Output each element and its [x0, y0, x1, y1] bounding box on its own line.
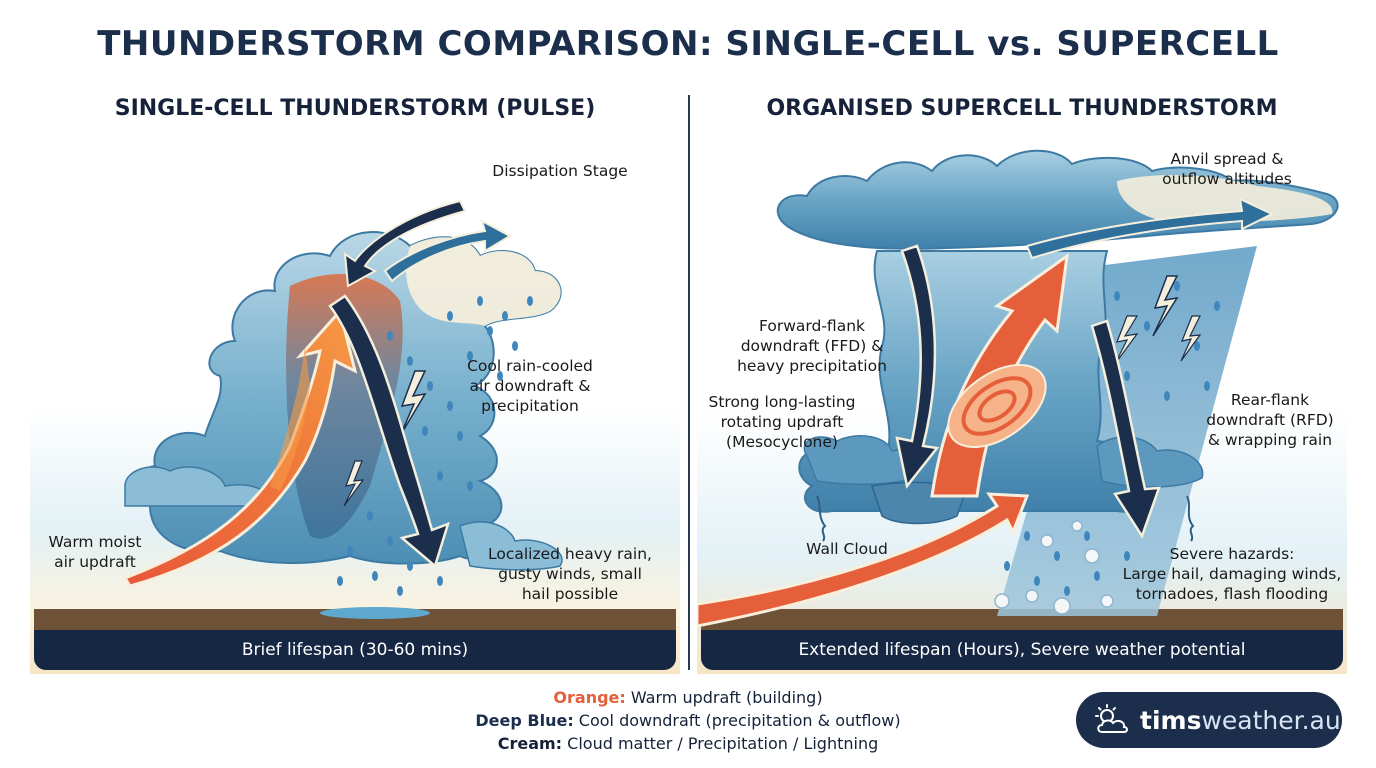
ffd-label: Forward-flank downdraft (FFD) & heavy pr… — [737, 317, 887, 375]
single-cell-title: SINGLE-CELL THUNDERSTORM (PULSE) — [114, 96, 596, 121]
brand-logo[interactable]: timsweather.au — [1076, 692, 1342, 748]
supercell-illustration — [697, 86, 1347, 674]
partly-cloudy-sun-icon — [1095, 704, 1128, 733]
legend-text: Warm updraft (building) — [625, 688, 823, 707]
downdraft-label: Cool rain-cooled air downdraft & precipi… — [467, 357, 593, 415]
lightning-bolt-icon — [399, 370, 427, 437]
color-legend: Orange: Warm updraft (building) Deep Blu… — [300, 686, 1076, 755]
logo-light: weather.au — [1201, 705, 1341, 735]
single-cell-hazards-label: Localized heavy rain, gusty winds, small… — [488, 545, 652, 603]
storm-cloud — [124, 231, 563, 571]
funnel-icon — [816, 495, 827, 542]
ffd-downdraft-arrow — [895, 244, 940, 489]
mesocyclone-label: Strong long-lasting rotating updraft (Me… — [708, 393, 856, 451]
legend-item-blue: Deep Blue: Cool downdraft (precipitation… — [300, 709, 1076, 732]
single-cell-footer: Brief lifespan (30-60 mins) — [34, 630, 676, 670]
logo-bold: tims — [1140, 705, 1202, 735]
mesocyclone-swirl — [947, 363, 1047, 449]
supercell-rain-drops — [1004, 281, 1220, 596]
anvil-outflow-arrow — [1025, 197, 1275, 260]
funnel-icon — [1186, 495, 1195, 542]
lightning-bolt-icon — [1180, 315, 1202, 362]
supercell-title: ORGANISED SUPERCELL THUNDERSTORM — [766, 96, 1278, 121]
legend-text: Cool downdraft (precipitation & outflow) — [573, 711, 901, 730]
logo-wordmark: timsweather.au — [1140, 706, 1341, 735]
legend-key: Deep Blue: — [475, 711, 574, 730]
warm-updraft-arrow — [122, 307, 358, 588]
legend-key: Orange: — [553, 688, 626, 707]
legend-item-cream: Cream: Cloud matter / Precipitation / Li… — [300, 732, 1076, 755]
anvil-outflow-label: Anvil spread & outflow altitudes — [1162, 150, 1292, 188]
rfd-downdraft-arrow — [1090, 319, 1161, 539]
legend-text: Cloud matter / Precipitation / Lightning — [562, 734, 879, 753]
lightning-bolt-icon — [1114, 315, 1139, 365]
panel-divider — [688, 95, 690, 670]
supercell-hazards-label: Severe hazards: Large hail, damaging win… — [1122, 545, 1342, 603]
puddle — [320, 607, 430, 619]
cool-downdraft-arrow — [328, 294, 450, 569]
page-title: THUNDERSTORM COMPARISON: SINGLE-CELL vs.… — [97, 24, 1279, 64]
dissipation-stage-label: Dissipation Stage — [492, 162, 628, 180]
hailstones — [994, 520, 1114, 615]
single-cell-panel: SINGLE-CELL THUNDERSTORM (PULSE) Dissipa… — [30, 86, 680, 674]
rfd-label: Rear-flank downdraft (RFD) & wrapping ra… — [1206, 391, 1334, 449]
single-cell-illustration — [30, 86, 680, 674]
lightning-bolt-icon — [343, 460, 365, 507]
wall-cloud-label: Wall Cloud — [806, 540, 888, 558]
dissipation-arrow-in — [343, 199, 467, 288]
legend-key: Cream: — [497, 734, 563, 753]
supercell-footer: Extended lifespan (Hours), Severe weathe… — [701, 630, 1343, 670]
inflow-arrow — [697, 492, 1030, 628]
ground-strip — [701, 609, 1343, 631]
lightning-bolt-icon — [1152, 275, 1179, 337]
ground-strip — [34, 609, 676, 631]
warm-updraft-label: Warm moist air updraft — [48, 533, 142, 571]
supercell-panel: ORGANISED SUPERCELL THUNDERSTORM Anvil s… — [697, 86, 1347, 674]
legend-item-orange: Orange: Warm updraft (building) — [300, 686, 1076, 709]
dissipation-arrow-out — [383, 218, 513, 283]
rain-drops — [337, 296, 533, 596]
